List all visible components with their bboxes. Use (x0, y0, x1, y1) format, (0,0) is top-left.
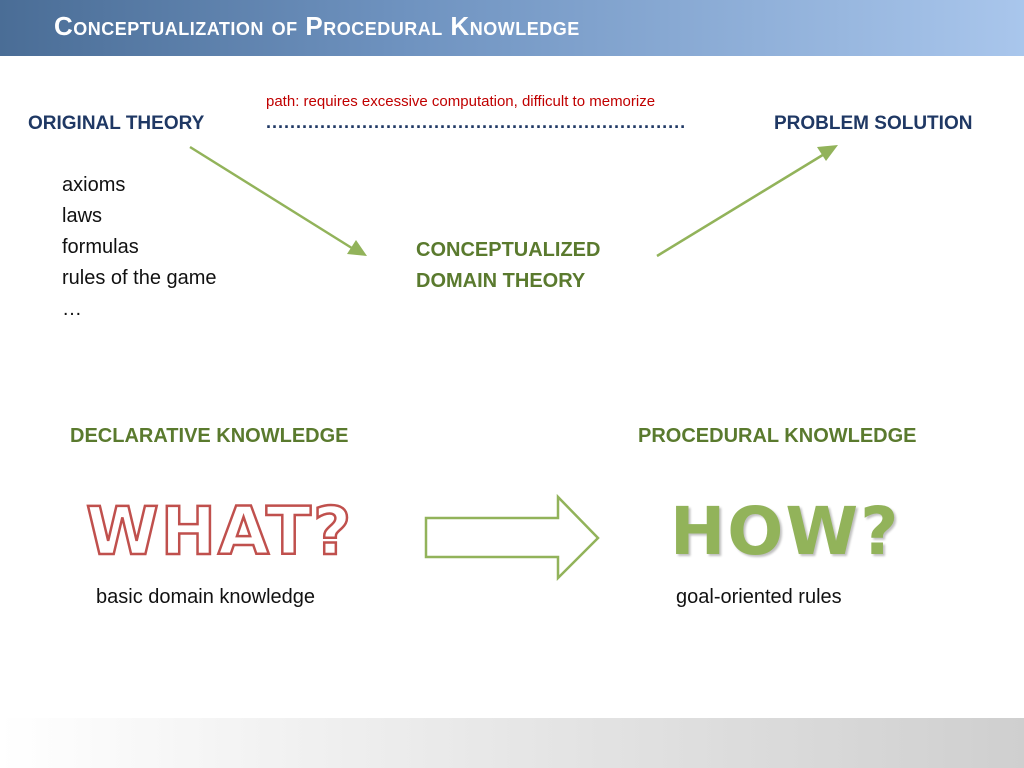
procedural-caption: goal-oriented rules (676, 586, 842, 608)
list-item: laws (62, 205, 103, 227)
block-arrow-what-to-how (424, 493, 600, 582)
conceptualized-label-line1: CONCEPTUALIZED (416, 239, 601, 261)
theory-items-list: axioms laws formulas rules of the game … (62, 170, 217, 325)
footer-bar (0, 718, 1024, 768)
procedural-knowledge-heading: PROCEDURAL KNOWLEDGE (638, 425, 917, 447)
declarative-caption: basic domain knowledge (96, 586, 316, 608)
list-item: formulas (62, 236, 139, 258)
list-item: axioms (62, 174, 126, 196)
problem-solution-label: PROBLEM SOLUTION (774, 113, 973, 134)
path-note: path: requires excessive computation, di… (266, 93, 656, 110)
conceptualized-label-line2: DOMAIN THEORY (416, 270, 586, 292)
title-bar: Conceptualization of Procedural Knowledg… (0, 0, 1024, 56)
arrow-conceptualized-to-solution (656, 145, 838, 258)
list-item: … (62, 298, 82, 320)
slide-title: Conceptualization of Procedural Knowledg… (54, 11, 580, 41)
how-word: HOW? (670, 493, 901, 570)
arrow-original-to-conceptualized (189, 145, 367, 256)
declarative-knowledge-heading: DECLARATIVE KNOWLEDGE (70, 425, 349, 447)
dotted-path-line: ........................................… (266, 112, 687, 132)
list-item: rules of the game (62, 267, 217, 289)
what-word: WHAT? (85, 492, 354, 572)
original-theory-label: ORIGINAL THEORY (28, 113, 205, 134)
